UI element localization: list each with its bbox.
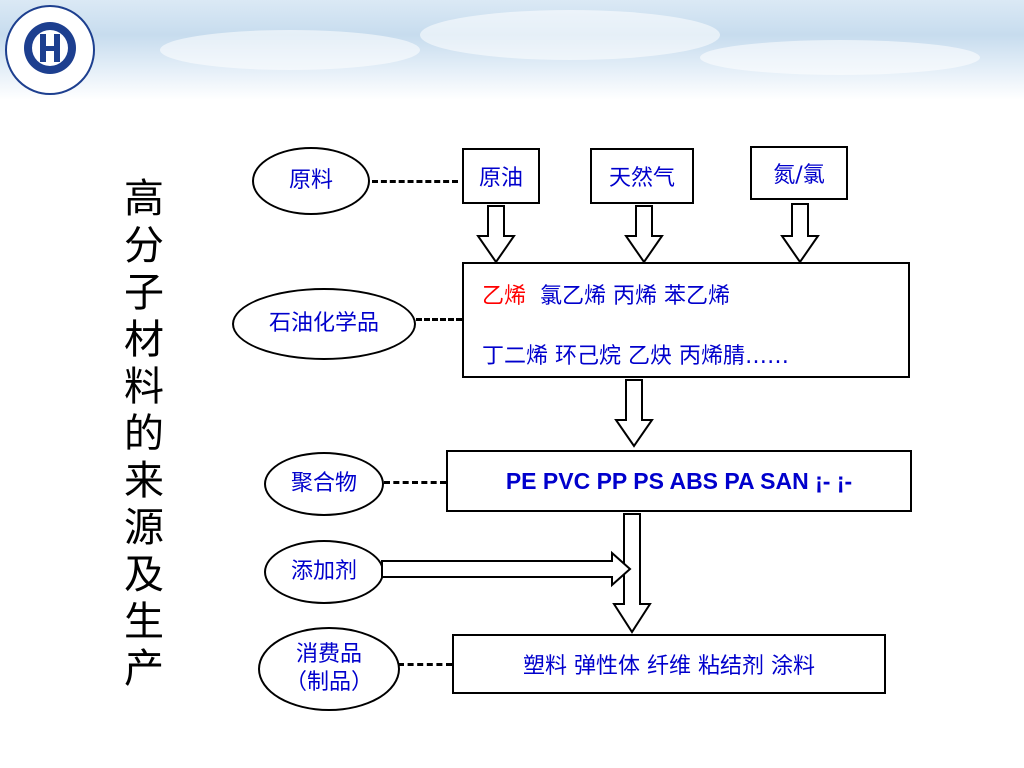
highlight-ethylene: 乙烯	[482, 284, 527, 309]
dashed-connector	[372, 180, 458, 183]
header-banner	[0, 0, 1024, 100]
dashed-connector	[384, 481, 446, 484]
down-arrow	[780, 203, 820, 264]
petrochem-line1: 乙烯 氯乙烯 丙烯 苯乙烯	[482, 278, 730, 310]
petrochem-line2: 丁二烯 环己烷 乙炔 丙烯腈……	[482, 344, 789, 369]
dashed-connector	[416, 318, 462, 321]
petrochem-box: 乙烯 氯乙烯 丙烯 苯乙烯 丁二烯 环己烷 乙炔 丙烯腈……	[462, 262, 910, 378]
products-box: 塑料 弹性体 纤维 粘结剂 涂料	[452, 634, 886, 694]
down-arrow	[614, 379, 654, 448]
raw-material-box: 氮/氯	[750, 146, 848, 200]
down-arrow	[476, 205, 516, 264]
right-arrow	[381, 550, 632, 588]
page-title: 高分子材料的来源及生产	[124, 176, 164, 692]
university-logo-icon	[5, 5, 95, 95]
petrochem-line1-rest: 氯乙烯 丙烯 苯乙烯	[540, 284, 731, 309]
category-polymer: 聚合物	[264, 452, 384, 516]
category-product-line1: 消费品	[295, 642, 362, 667]
category-product-line2: （制品）	[284, 670, 373, 695]
category-additive: 添加剂	[264, 540, 384, 604]
down-arrow	[624, 205, 664, 264]
down-arrow	[612, 513, 652, 634]
polymer-box: PE PVC PP PS ABS PA SAN ¡- ¡-	[446, 450, 912, 512]
category-raw: 原料	[252, 147, 370, 215]
raw-material-box: 天然气	[590, 148, 694, 204]
raw-material-box: 原油	[462, 148, 540, 204]
dashed-connector	[398, 663, 452, 666]
category-petrochem: 石油化学品	[232, 288, 416, 360]
category-product: 消费品 （制品）	[258, 627, 400, 711]
